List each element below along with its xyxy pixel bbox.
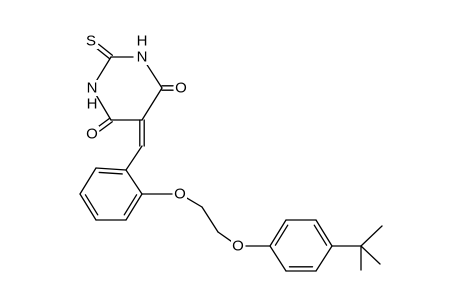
- bond-T0-T2: [360, 245, 381, 265]
- atom-label-n3: HN: [135, 33, 149, 66]
- bond-O8-C9: [186, 197, 203, 208]
- bond-C6-N1: [95, 95, 112, 121]
- bond-P6-P1: [269, 245, 287, 272]
- atom-symbol-o: O: [174, 186, 186, 203]
- bond-S1-C2-b: [97, 43, 114, 56]
- atom-symbol-o: O: [175, 80, 187, 97]
- bond-C10-O11: [217, 231, 233, 243]
- bond-B2-B3: [79, 167, 97, 195]
- bond-C6-O6-b: [99, 121, 113, 132]
- atom-label-n1: NH: [85, 80, 99, 113]
- bond-B1-B2: [95, 167, 127, 171]
- atom-symbol-n: N: [137, 49, 148, 66]
- bond-T0-T1: [360, 225, 383, 247]
- bond-C7-B1: [125, 145, 143, 171]
- bond-P3-P4-inner: [313, 224, 328, 246]
- bond-layer: [79, 43, 383, 272]
- bond-B1-B2-inner: [98, 171, 123, 175]
- bond-N3-C4: [146, 63, 163, 89]
- atom-label-o11: O: [231, 238, 245, 255]
- bond-B3-B4-inner: [84, 194, 99, 216]
- bond-B6-B1: [125, 169, 143, 195]
- atom-symbol-o: O: [232, 238, 244, 255]
- bond-S1-C2-a: [95, 47, 111, 60]
- bond-P1-P2-inner: [274, 224, 289, 246]
- atom-label-o8: O: [173, 186, 187, 203]
- bond-C9-C10: [201, 206, 219, 233]
- bond-P1-P2: [269, 219, 287, 247]
- atom-symbol-h: H: [87, 96, 98, 113]
- atom-symbol-o: O: [86, 126, 98, 143]
- bond-B3-B4: [79, 193, 97, 221]
- atom-label-o6: O: [85, 126, 99, 143]
- atom-symbol-n: N: [87, 80, 98, 97]
- bond-P4-P5: [315, 245, 333, 272]
- bond-C4-C5: [141, 87, 163, 121]
- bond-B5-B6-inner: [123, 194, 138, 216]
- bond-N1-C2: [96, 56, 112, 81]
- bond-C6-O6-a: [96, 117, 111, 129]
- atom-label-s1: S: [84, 33, 98, 50]
- atom-symbol-h: H: [137, 33, 148, 50]
- atom-label-o4: O: [174, 80, 188, 97]
- atom-symbol-s: S: [86, 33, 96, 50]
- bond-P3-P4: [315, 219, 333, 247]
- bond-B5-B6: [125, 193, 143, 221]
